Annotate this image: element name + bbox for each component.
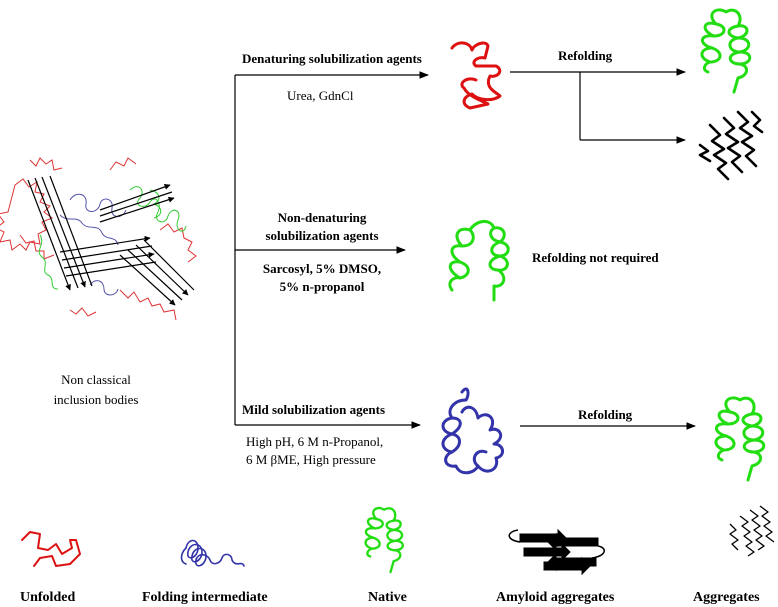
legend-amyloid-icon (508, 528, 605, 576)
legend-amyloid-label: Amyloid aggregates (496, 590, 615, 605)
aggregate-zigzags (698, 110, 764, 181)
native-protein-top (700, 8, 752, 94)
source-label-line1: Non classical (61, 372, 131, 387)
non-denaturing-result: Refolding not required (532, 250, 659, 265)
mild-agents-line2: 6 M βME, High pressure (246, 452, 376, 467)
mild-agents-line1: High pH, 6 M n-Propanol, (246, 434, 383, 449)
non-denaturing-title-line1: Non-denaturing (278, 210, 367, 225)
denaturing-agents: Urea, GdnCl (287, 88, 354, 103)
non-denaturing-title-line2: solubilization agents (265, 228, 378, 243)
non-denaturing-agents-line1: Sarcosyl, 5% DMSO, (263, 261, 381, 276)
denaturing-title: Denaturing solubilization agents (242, 51, 422, 66)
native-protein-bottom (714, 396, 766, 482)
mild-refold-label: Refolding (578, 407, 633, 422)
legend-unfolded-label: Unfolded (20, 590, 75, 605)
legend: Unfolded Folding intermediate Native Amy… (20, 505, 775, 605)
inclusion-body-cluster (0, 157, 197, 321)
denaturing-refold-label: Refolding (558, 48, 613, 63)
source-label-line2: inclusion bodies (54, 392, 139, 407)
denaturing-refold-arrows (510, 68, 686, 144)
mild-title: Mild solubilization agents (242, 402, 385, 417)
legend-aggregates-icon (729, 505, 775, 557)
legend-native-icon (364, 506, 404, 574)
legend-intermediate-icon (180, 539, 245, 567)
legend-unfolded-icon (21, 531, 81, 567)
non-denaturing-agents-line2: 5% n-propanol (280, 279, 365, 294)
folding-intermediate-protein (441, 387, 504, 475)
cluster-unfolded-strand (0, 178, 54, 251)
legend-native-label: Native (368, 590, 407, 605)
unfolded-protein (450, 41, 502, 110)
native-protein-middle (448, 220, 510, 302)
branch-connector (234, 71, 429, 429)
legend-intermediate-label: Folding intermediate (142, 590, 268, 605)
legend-aggregates-label: Aggregates (693, 590, 760, 605)
